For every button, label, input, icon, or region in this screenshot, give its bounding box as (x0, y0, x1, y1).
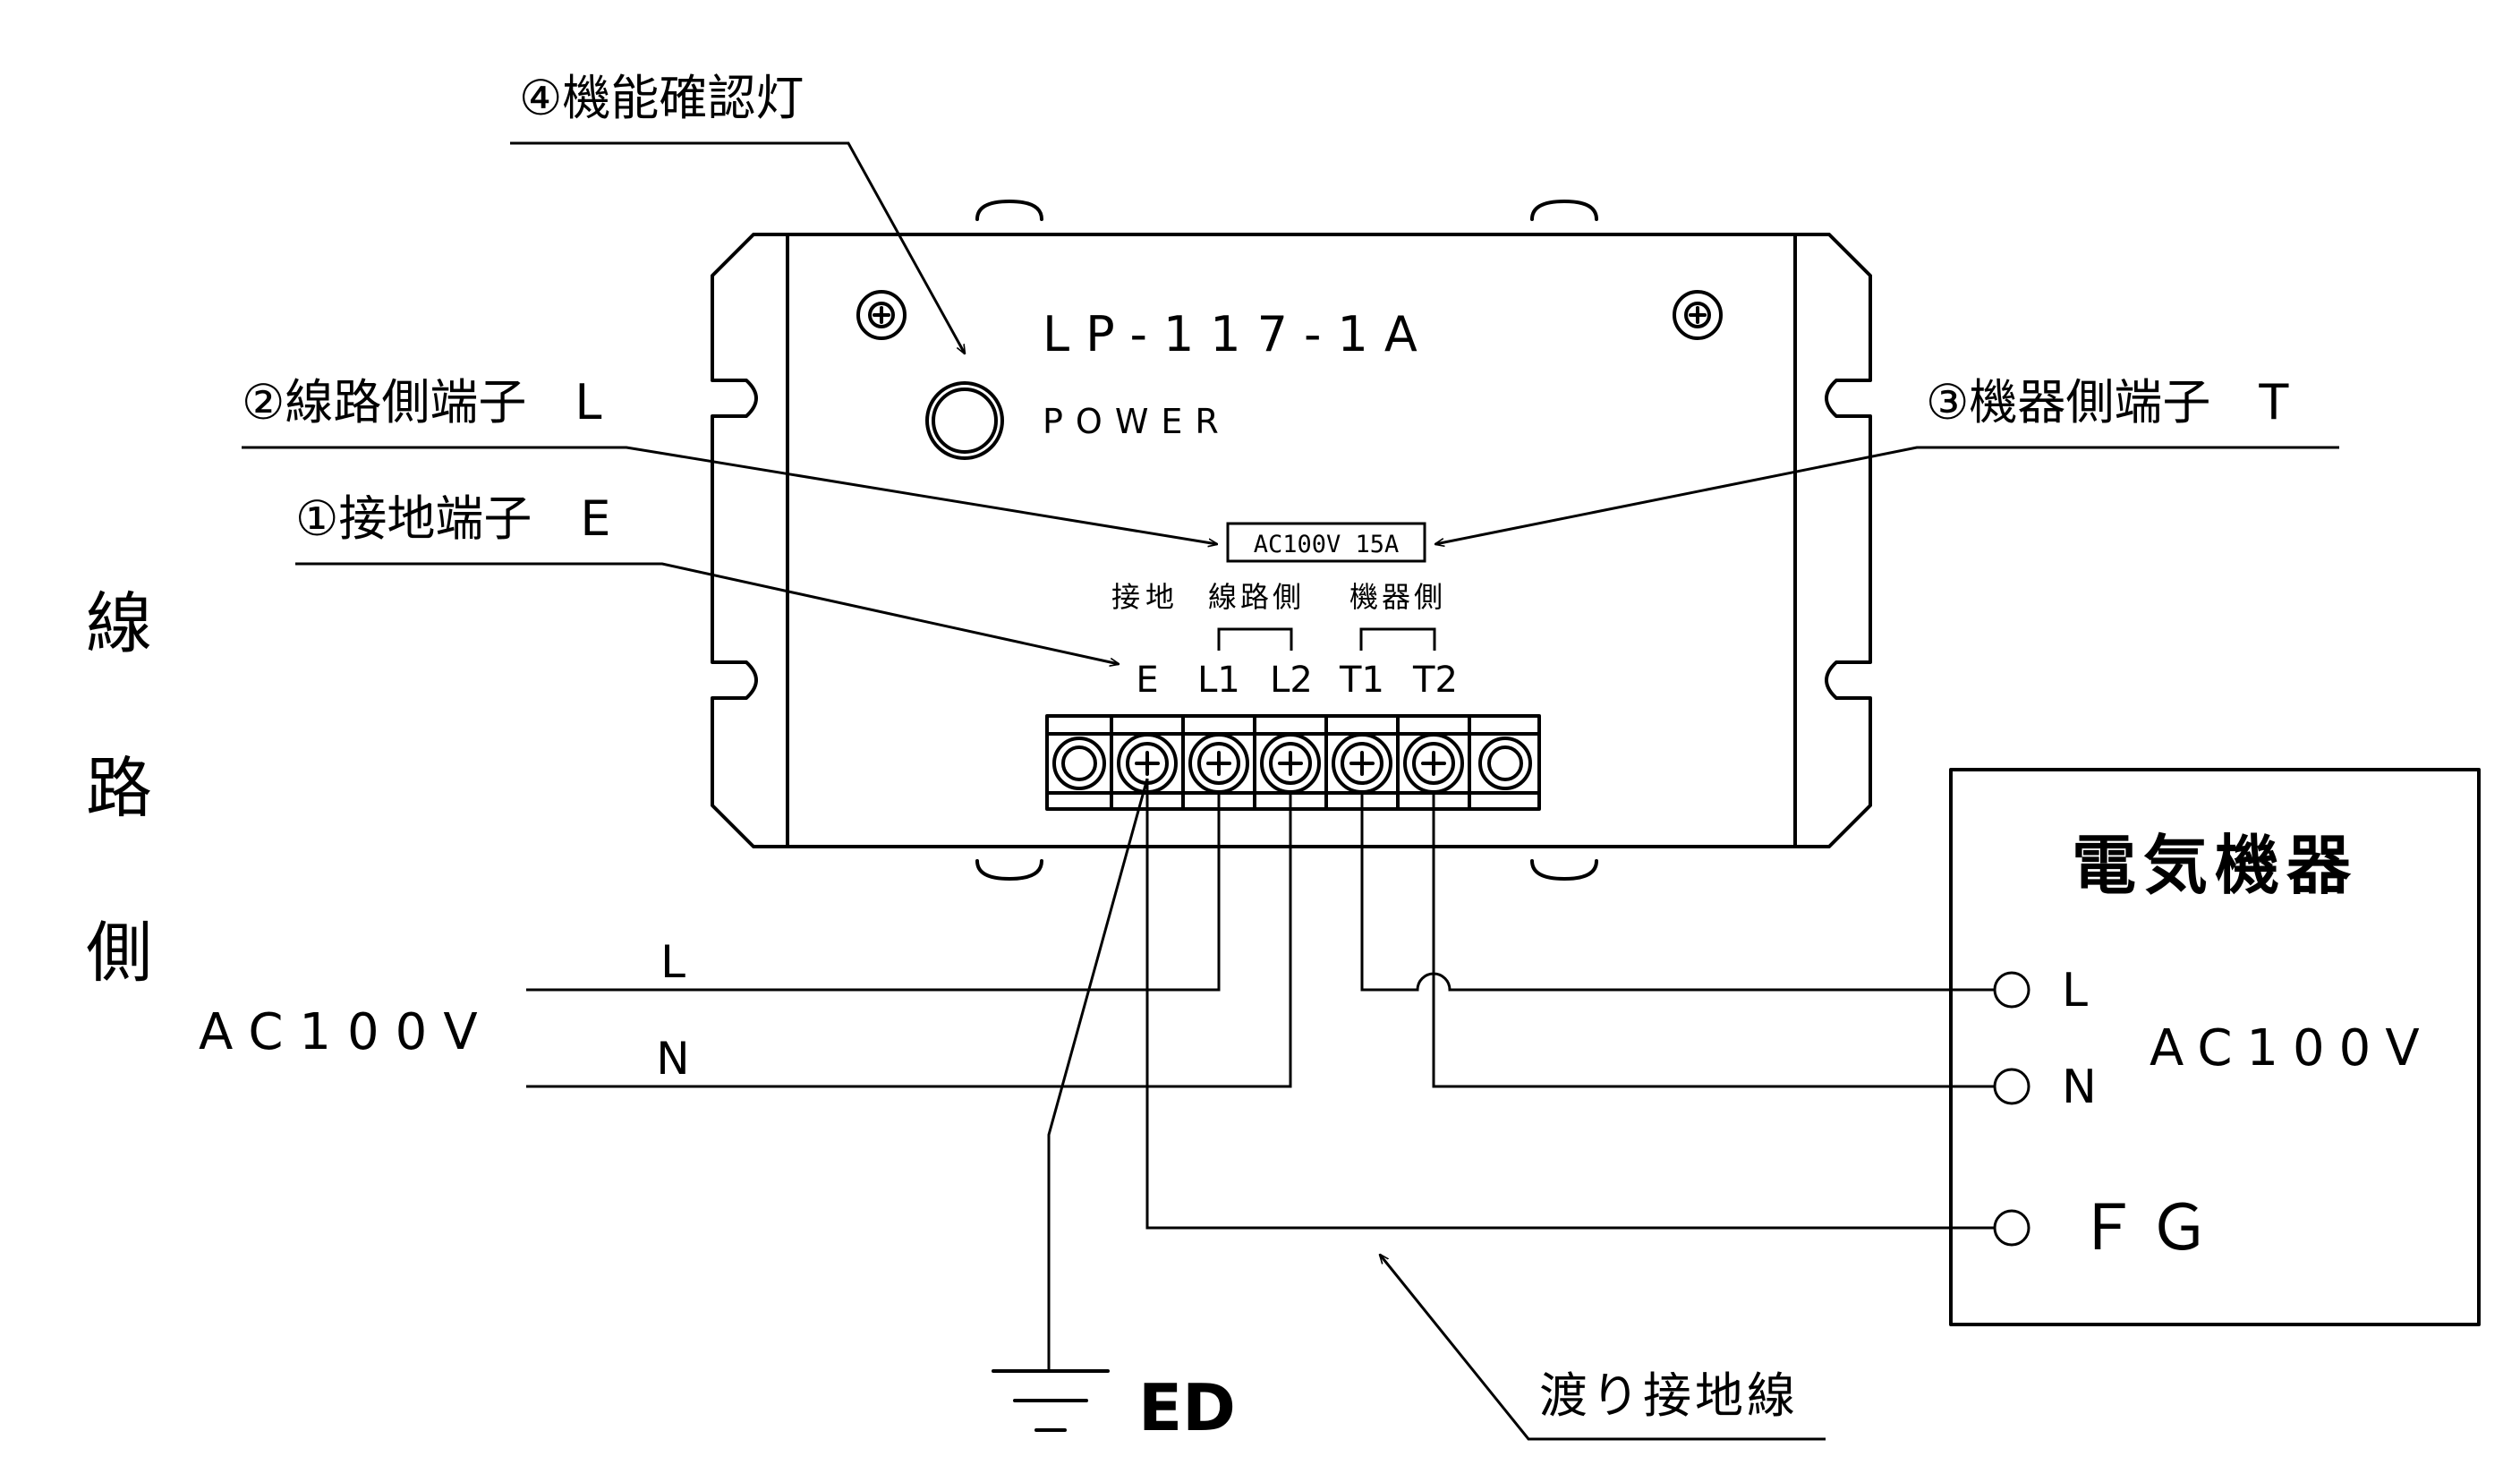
callout-indicator-leader (510, 141, 965, 353)
terminal-label-l1: L1 (1197, 660, 1240, 701)
equipment-n-label: N (2062, 1060, 2097, 1114)
terminal-block (1045, 714, 1541, 811)
screw-terminal-t1 (1332, 733, 1392, 794)
screw-terminal-t2 (1403, 733, 1464, 794)
bonding-wire-label: 渡り接地線 (1539, 1367, 1799, 1424)
callout-line-terminal-label: ②線路側端子 L (242, 374, 602, 430)
wire-equipment-l (1360, 792, 1994, 992)
terminal-label-e: E (1136, 660, 1158, 701)
line-side-voltage: AC100V (199, 1003, 494, 1061)
callout-line-terminal-leader (242, 446, 1217, 544)
equipment-voltage: AC100V (2150, 1019, 2434, 1077)
equipment-terminal-n (1993, 1068, 2030, 1105)
line-side-char-3: 側 (86, 915, 152, 992)
callout-indicator-label: ④機能確認灯 (519, 70, 804, 126)
line-wire-l-label: L (660, 936, 685, 988)
wire-line-l (526, 792, 1221, 992)
device-housing (711, 200, 1872, 881)
equipment-group-bracket (1359, 627, 1436, 651)
screw-right-icon (1673, 290, 1723, 340)
line-wire-n-label: N (656, 1033, 689, 1085)
callout-equipment-terminal-leader (1435, 446, 2339, 544)
bonding-wire-leader (1380, 1255, 1826, 1441)
power-indicator-icon (925, 381, 1004, 460)
group-label-equipment: 機器側 (1349, 580, 1446, 614)
equipment-title: 電気機器 (2072, 828, 2358, 903)
wire-line-n (526, 792, 1292, 1088)
equipment-terminal-fg (1993, 1209, 2030, 1247)
screw-left-icon (856, 290, 907, 340)
ground-symbol-icon (992, 1369, 1110, 1432)
line-group-bracket (1217, 627, 1293, 651)
equipment-box (1949, 768, 2481, 1326)
terminal-label-t1: T1 (1339, 660, 1384, 701)
rating-plate (1226, 522, 1426, 563)
callout-ground-terminal-label: ①接地端子 E (295, 490, 611, 547)
screw-terminal-l1 (1188, 733, 1249, 794)
line-side-char-1: 線 (86, 585, 152, 662)
terminal-label-l2: L2 (1270, 660, 1313, 701)
terminal-label-t2: T2 (1412, 660, 1458, 701)
equipment-l-label: L (2062, 964, 2088, 1018)
screw-terminal-l2 (1260, 733, 1321, 794)
power-label: POWER (1043, 402, 1231, 441)
wire-earth (1047, 778, 1149, 1369)
ground-label: ED (1138, 1370, 1236, 1445)
equipment-terminal-l (1993, 971, 2030, 1009)
callout-equipment-terminal-label: ③機器側端子 T (1926, 374, 2289, 430)
equipment-fg-label: ＦＧ (2076, 1191, 2219, 1265)
rating-text: AC100V 15A (1254, 531, 1400, 558)
callout-ground-terminal-leader (295, 562, 1119, 664)
wire-bonding-ground (1145, 779, 1994, 1230)
group-label-line: 線路側 (1208, 580, 1305, 614)
line-side-char-2: 路 (86, 750, 152, 827)
group-label-ground: 接地 (1111, 580, 1179, 614)
wire-equipment-n (1432, 792, 1994, 1088)
model-number: LP-117-1A (1043, 306, 1434, 362)
